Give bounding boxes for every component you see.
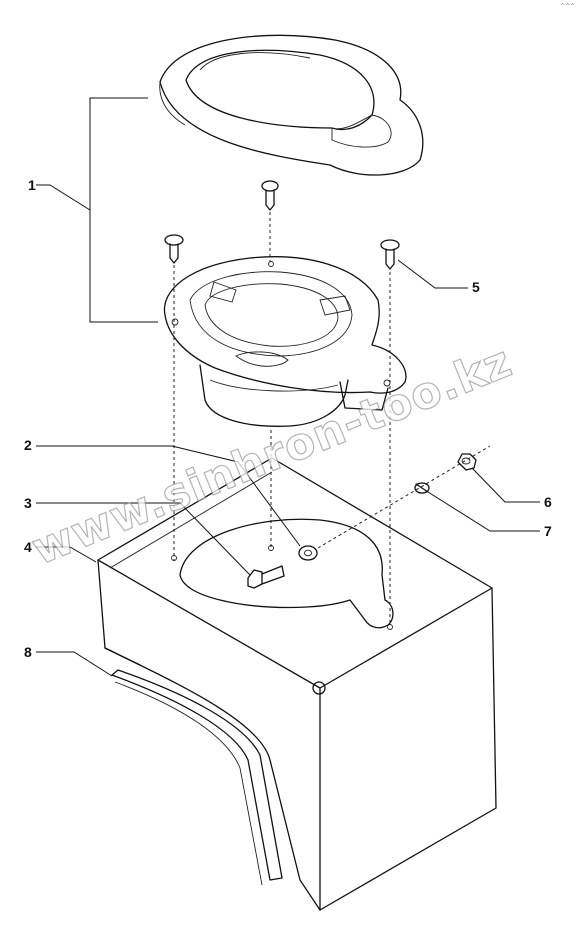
callout-7: 7	[544, 523, 552, 539]
upper-trim-ring	[159, 34, 424, 176]
right-screw	[380, 239, 400, 625]
callout-4: 4	[24, 539, 32, 555]
corner-mark: ^^^	[560, 3, 575, 10]
callout-6: 6	[544, 494, 552, 510]
washer	[298, 545, 318, 561]
bolt	[247, 565, 285, 589]
nut	[457, 453, 477, 471]
cup-holder-body	[163, 256, 407, 427]
callout-5: 5	[472, 279, 480, 295]
leader-lines	[36, 97, 540, 677]
center-screw	[261, 180, 279, 262]
callout-2: 2	[24, 437, 32, 453]
left-screw	[164, 234, 184, 560]
lock-washer	[414, 482, 430, 494]
callout-1: 1	[28, 177, 36, 193]
console-housing	[97, 457, 497, 911]
side-trim-strip	[111, 669, 283, 886]
watermark: www.sinhron-too.kz	[25, 336, 519, 575]
callout-8: 8	[24, 644, 32, 660]
callout-3: 3	[24, 495, 32, 511]
